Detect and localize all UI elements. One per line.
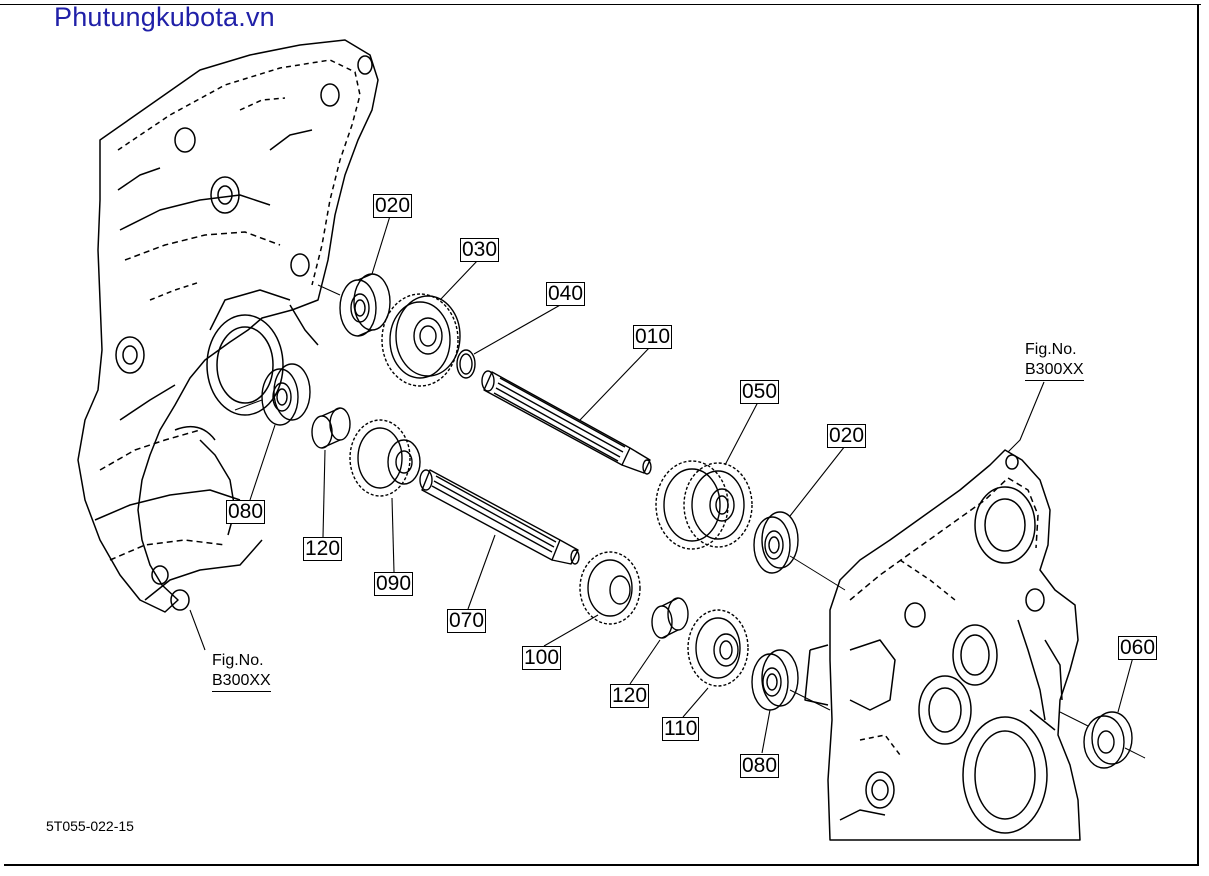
part-callout-020[interactable]: 020 [373,194,413,218]
part-callout-090[interactable]: 090 [374,572,414,596]
part-callout-080-right[interactable]: 080 [740,754,780,778]
shaft-010 [481,370,652,475]
part-callout-020-right[interactable]: 020 [827,424,867,448]
leader-lines [189,215,1134,754]
part-callout-030[interactable]: 030 [460,238,500,262]
right-housing [804,449,1081,841]
left-housing [77,39,379,613]
drawing-frame [4,4,1199,866]
fig-ref-right[interactable]: Fig.No. B300XX [1025,340,1084,381]
part-callout-110[interactable]: 110 [662,717,700,741]
part-callout-100[interactable]: 100 [522,646,562,670]
collar-120-right [651,597,689,639]
frame-top-border [0,4,1201,5]
part-callout-050[interactable]: 050 [740,380,780,404]
bearing-020-right [753,511,799,574]
gear-050 [655,460,753,550]
gear-100 [579,551,641,625]
collar-120-left [311,407,351,449]
gear-090 [349,419,421,497]
fig-ref-label: Fig.No. [1025,341,1077,358]
shaft-070 [419,469,580,565]
fig-ref-label: Fig.No. [212,652,264,669]
bearing-080-right [751,649,799,711]
bearing-020-upper [339,273,391,337]
gear-030 [381,293,461,387]
fig-ref-code: B300XX [212,671,271,692]
part-callout-120[interactable]: 120 [303,537,343,561]
part-callout-080[interactable]: 080 [226,500,266,524]
axis-lines [234,284,1146,759]
drawing-number: 5T055-022-15 [46,818,134,834]
snap-ring-040 [456,349,476,379]
seal-060 [1083,711,1133,769]
gear-110 [687,609,749,687]
bearing-080-left [261,363,311,426]
part-callout-040[interactable]: 040 [546,282,586,306]
fig-ref-code: B300XX [1025,360,1084,381]
part-callout-120-right[interactable]: 120 [610,684,650,708]
part-callout-060[interactable]: 060 [1118,636,1158,660]
part-callout-010[interactable]: 010 [633,325,673,349]
part-callout-070[interactable]: 070 [447,609,487,633]
watermark-text: Phutungkubota.vn [54,2,275,32]
fig-ref-left[interactable]: Fig.No. B300XX [212,651,271,692]
